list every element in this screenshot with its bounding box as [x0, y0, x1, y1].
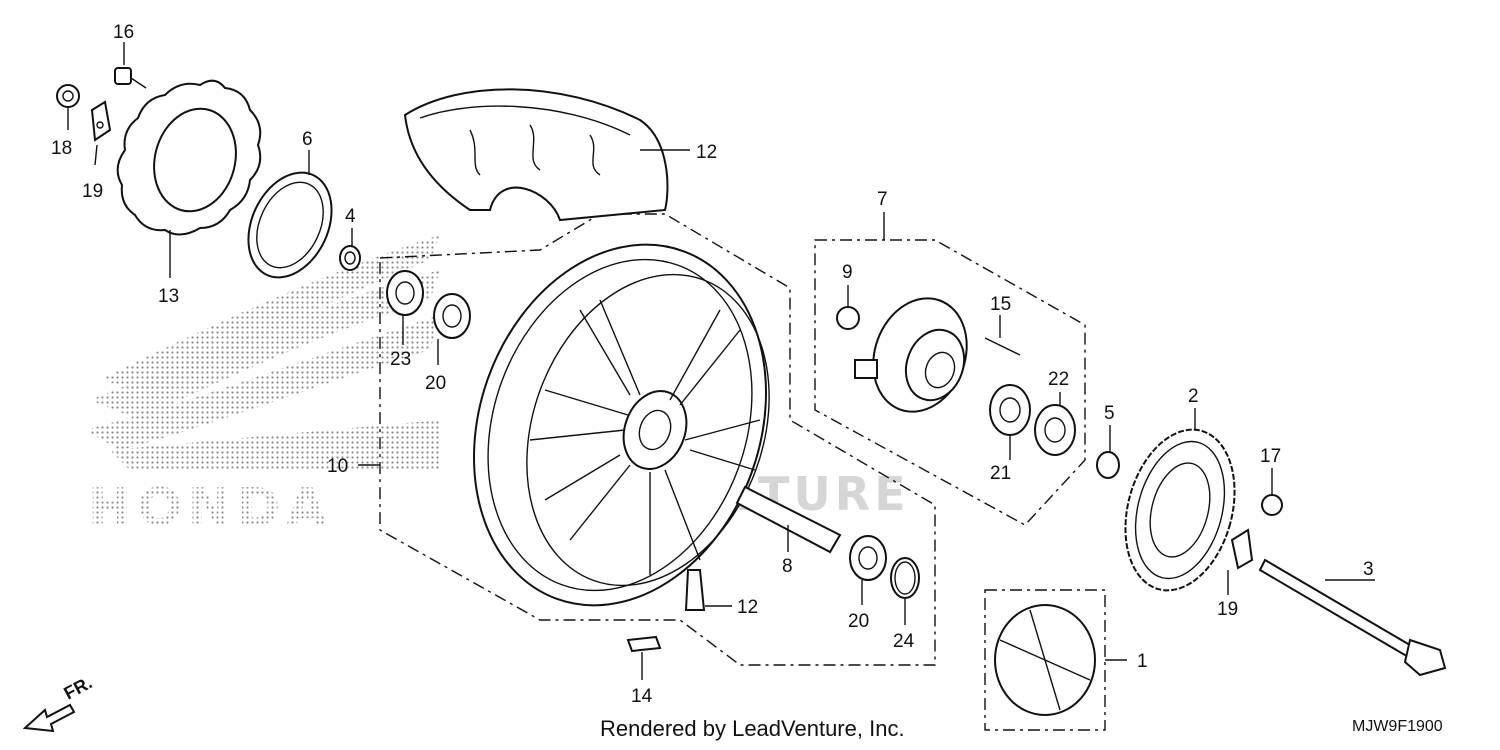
callout-19-left: 19	[82, 181, 103, 202]
damper-rubber	[994, 604, 1096, 716]
honda-wing-watermark	[85, 235, 440, 470]
render-credit: Rendered by LeadVenture, Inc.	[600, 716, 905, 741]
hub-assembly-box	[814, 239, 1086, 526]
bearing-23	[386, 270, 424, 316]
callout-11: 12	[696, 142, 717, 163]
collar-5	[1096, 451, 1120, 479]
front-arrow-icon	[22, 703, 76, 733]
callout-17: 17	[1260, 446, 1281, 467]
callout-12: 12	[737, 597, 758, 618]
bearing-21	[989, 384, 1031, 436]
callout-1: 1	[1137, 651, 1148, 672]
callout-7: 7	[877, 189, 888, 210]
callout-8: 8	[782, 556, 793, 577]
brake-disc	[116, 79, 262, 236]
balance-weight-14	[626, 635, 662, 653]
callout-15: 15	[990, 294, 1011, 315]
callout-24: 24	[893, 631, 915, 652]
collar-4	[339, 245, 361, 271]
callout-13: 13	[158, 286, 179, 307]
callout-16: 16	[113, 22, 134, 43]
diagram-code: MJW9F1900	[1352, 718, 1443, 735]
bearing-20-left	[433, 293, 471, 339]
callout-21: 21	[990, 463, 1011, 484]
bearing-22	[1034, 404, 1076, 456]
spacer-8	[735, 485, 842, 554]
stud-15	[984, 337, 1021, 356]
wheel	[473, 243, 770, 607]
callout-20-right: 20	[848, 611, 869, 632]
honda-watermark-text: HONDA	[88, 478, 333, 538]
axle-3	[1258, 558, 1447, 677]
hub-flange	[854, 297, 968, 413]
damper-box	[984, 589, 1106, 731]
bracket-19-right	[1230, 528, 1254, 570]
callout-18: 18	[51, 138, 72, 159]
nut-9	[836, 306, 860, 330]
tire	[403, 88, 669, 222]
callout-9: 9	[842, 262, 853, 283]
nut-17	[1261, 494, 1283, 516]
bolt-16	[114, 67, 147, 89]
callout-labels: 12 16 18 19 13 6 4 23 20 10 7 9 15 22 21…	[51, 22, 1374, 707]
callout-14: 14	[631, 686, 653, 707]
bearing-20-right	[849, 535, 887, 581]
side-collar-plate	[247, 171, 333, 279]
callout-22: 22	[1048, 369, 1069, 390]
callout-20-left: 20	[425, 373, 446, 394]
callout-23: 23	[390, 349, 411, 370]
bracket-19-left	[90, 100, 112, 142]
front-label: FR.	[60, 672, 95, 703]
callout-2: 2	[1188, 386, 1199, 407]
leader-lines	[67, 42, 1375, 680]
nut-18	[56, 84, 80, 108]
o-ring-24	[890, 557, 920, 599]
front-direction-indicator: FR.	[22, 672, 95, 733]
valve-12	[684, 569, 706, 611]
callout-5: 5	[1104, 403, 1115, 424]
sprocket	[1124, 428, 1236, 592]
callout-3: 3	[1363, 559, 1374, 580]
callout-4: 4	[345, 206, 356, 227]
callout-10: 10	[327, 456, 348, 477]
callout-19-right: 19	[1217, 599, 1238, 620]
callout-6: 6	[302, 129, 313, 150]
